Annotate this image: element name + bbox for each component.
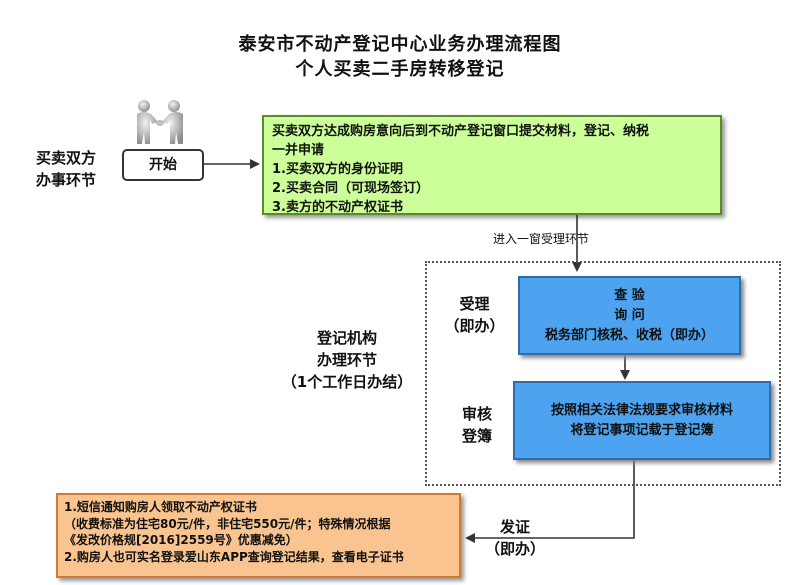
- parties-stage-label: 买卖双方 办事环节: [20, 147, 112, 191]
- accept-stage-line2: （即办）: [444, 317, 505, 335]
- review-line: 按照相关法律法规要求审核材料: [550, 403, 733, 418]
- agency-process-region: [425, 261, 781, 486]
- arrow-review-to-issue: [465, 460, 635, 543]
- submit-line: 买卖双方达成购房意向后到不动产登记窗口提交材料，登记、纳税: [272, 124, 650, 139]
- submit-line: 1.买卖双方的身份证明: [272, 162, 403, 177]
- review-stage-line1: 审核: [461, 405, 492, 423]
- review-box: 按照相关法律法规要求审核材料 将登记事项记载于登记簿: [513, 381, 771, 460]
- notice-line: 1.短信通知购房人领取不动产权证书: [64, 500, 257, 514]
- issue-stage-line2: （即办）: [484, 540, 545, 558]
- agency-stage-line2: 办理环节: [316, 351, 377, 369]
- start-node: 开始: [122, 149, 204, 181]
- agency-stage-label: 登记机构 办理环节 （1个工作日办结）: [272, 327, 422, 393]
- submit-line: 一并申请: [272, 143, 325, 158]
- notice-line: 2.购房人也可实名登录爱山东APP查询登记结果，查看电子证书: [64, 549, 404, 564]
- accept-stage-label: 受理 （即办）: [437, 293, 512, 337]
- notice-line: 《发改价格规[2016]2559号》优惠减免）: [64, 533, 298, 547]
- enter-window-label: 进入一窗受理环节: [493, 232, 590, 246]
- accept-line: 税务部门核税、收税（即办）: [544, 328, 714, 343]
- page-title: 泰安市不动产登记中心业务办理流程图: [238, 34, 562, 55]
- issue-stage-line1: 发证: [499, 518, 530, 536]
- review-line: 将登记事项记载于登记簿: [570, 423, 714, 438]
- certificate-notice-box: 1.短信通知购房人领取不动产权证书 （收费标准为住宅80元/件，非住宅550元/…: [56, 493, 461, 578]
- accept-stage-line1: 受理: [459, 295, 490, 313]
- parties-stage-line2: 办事环节: [35, 171, 96, 189]
- agency-stage-line1: 登记机构: [316, 329, 377, 347]
- submit-materials-box: 买卖双方达成购房意向后到不动产登记窗口提交材料，登记、纳税 一并申请 1.买卖双…: [262, 115, 722, 215]
- submit-line: 3.卖方的不动产权证书: [272, 200, 403, 215]
- parties-stage-line1: 买卖双方: [35, 149, 96, 167]
- page-subtitle: 个人买卖二手房转移登记: [295, 59, 505, 80]
- accept-box: 查 验 询 问 税务部门核税、收税（即办）: [518, 276, 741, 355]
- accept-line: 查 验: [614, 288, 645, 303]
- issue-stage-label: 发证 （即办）: [470, 516, 560, 560]
- accept-line: 询 问: [614, 308, 645, 323]
- notice-line: （收费标准为住宅80元/件，非住宅550元/件；特殊情况根据: [64, 516, 391, 531]
- review-stage-line2: 登簿: [461, 427, 492, 445]
- handshake-people-icon: [128, 98, 192, 146]
- agency-stage-line3: （1个工作日办结）: [281, 373, 413, 391]
- submit-line: 2.买卖合同（可现场签订）: [272, 181, 429, 196]
- review-stage-label: 审核 登簿: [447, 403, 507, 447]
